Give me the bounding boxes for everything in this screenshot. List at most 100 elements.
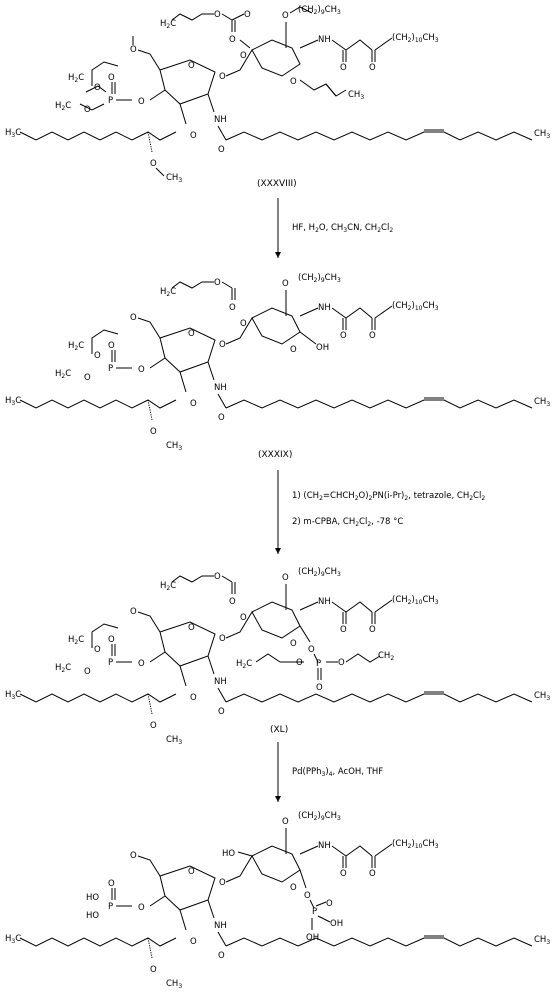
o-text: O — [218, 951, 225, 961]
o-text: O — [150, 427, 157, 437]
o-text: O — [282, 279, 289, 289]
o-text: O — [138, 365, 145, 375]
ch3-text: CH3 — [534, 935, 550, 946]
o-text: O — [244, 10, 251, 20]
ho-text: HO — [86, 911, 99, 921]
o-text: O — [130, 851, 137, 861]
o-text: O — [290, 77, 297, 87]
ch3-text: CH3 — [534, 129, 550, 140]
reagents-step-2-line-2: 2) m-CPBA, CH2Cl2, -78 °C — [292, 517, 403, 528]
o-text: O — [188, 61, 195, 71]
nh-text: NH — [318, 303, 331, 313]
o-text: O — [282, 817, 289, 827]
p-text: P — [108, 96, 113, 106]
nh-text: NH — [214, 921, 227, 931]
o-text: O — [240, 51, 247, 61]
nh-text: NH — [318, 35, 331, 45]
o-text: O — [340, 63, 347, 73]
p-text: P — [316, 659, 321, 669]
h2c-text: H2C — [68, 635, 84, 646]
o-text: O — [138, 659, 145, 669]
o-text: O — [130, 313, 137, 323]
p-text: P — [108, 364, 113, 374]
nh-text: NH — [318, 597, 331, 607]
o-text: O — [218, 707, 225, 717]
ch2-9-text: (CH2)9CH3 — [298, 273, 341, 284]
o-text: O — [108, 635, 115, 645]
o-text: O — [190, 937, 197, 947]
ch3-text: CH3 — [348, 90, 364, 101]
ho-text: HO — [86, 893, 99, 903]
ch3-text: CH3 — [166, 735, 182, 746]
o-text: O — [214, 572, 221, 582]
o-text: O — [214, 278, 221, 288]
o-text: O — [282, 573, 289, 583]
o-text: O — [219, 878, 226, 888]
ch3-text: CH3 — [166, 173, 182, 184]
o-text: O — [188, 329, 195, 339]
o-text: O — [219, 340, 226, 350]
o-text: O — [190, 399, 197, 409]
reagents-step-3: Pd(PPh3)4, AcOH, THF — [292, 767, 383, 778]
o-text: O — [188, 867, 195, 877]
o-text: O — [369, 63, 376, 73]
ome-text: O — [150, 159, 157, 169]
o-text: O — [84, 667, 91, 677]
compound-label-xxxviii: (XXXVIII) — [257, 179, 297, 189]
o-text: O — [240, 613, 247, 623]
ch2-10-text: (CH2)10CH3 — [392, 301, 439, 312]
h2c-text: H2C — [68, 73, 84, 84]
h2c-text: H2C — [160, 581, 176, 592]
o-text: O — [94, 645, 101, 655]
ch2-9-text: (CH2)9CH3 — [298, 811, 341, 822]
o-text: O — [188, 623, 195, 633]
o-text: O — [340, 625, 347, 635]
o-text: O — [84, 105, 91, 115]
o-text: O — [369, 331, 376, 341]
o-text: O — [190, 693, 197, 703]
o-text: O — [290, 639, 297, 649]
p-text: P — [312, 907, 317, 917]
h3c-text: H3C — [5, 690, 21, 701]
oh-text: OH — [330, 919, 343, 929]
o-text: O — [296, 658, 303, 668]
ch2-10-text: (CH2)10CH3 — [392, 595, 439, 606]
h2c-text: H2C — [55, 369, 71, 380]
o-text: O — [108, 341, 115, 351]
nh-text: NH — [214, 677, 227, 687]
o-text: O — [94, 83, 101, 93]
h2c-text: H2C — [160, 287, 176, 298]
o-text: O — [340, 331, 347, 341]
h2c-text: H2C — [55, 663, 71, 674]
ch2-10-text: (CH2)10CH3 — [392, 839, 439, 850]
molecule-xxxix: H2C O O O O (CH2)9CH3 NH O O (CH2)10CH3 … — [5, 273, 550, 452]
ch3-text: CH3 — [534, 397, 550, 408]
o-text: O — [130, 45, 137, 55]
h2c-text: H2C — [160, 19, 176, 30]
ch3-text: CH3 — [534, 691, 550, 702]
o-text: O — [290, 345, 297, 355]
o-text: O — [340, 869, 347, 879]
reagents-step-1: HF, H2O, CH3CN, CH2Cl2 — [292, 223, 393, 234]
h3c-text: H3C — [5, 396, 21, 407]
h2c-text: H2C — [236, 659, 252, 670]
o-text: O — [282, 11, 289, 21]
o-text: O — [369, 625, 376, 635]
ch2-9-text: (CH2)9CH3 — [298, 5, 341, 16]
ch2-text: CH2 — [378, 651, 394, 662]
p-text: P — [108, 902, 113, 912]
o-text: O — [150, 721, 157, 731]
molecule-xl: H2C O O O O (CH2)9CH3 NH O O (CH2)10CH3 … — [5, 567, 550, 746]
molecule-xxxviii: H2C O O O O O (CH2)9CH3 NH O O (CH2)10CH… — [5, 5, 550, 184]
oh-text: OH — [316, 343, 329, 353]
o-text: O — [138, 903, 145, 913]
compound-label-xxxix: (XXXIX) — [258, 450, 292, 460]
o-text: O — [369, 869, 376, 879]
o-text: O — [229, 303, 236, 313]
ch3-text: CH3 — [166, 441, 182, 452]
o-text: O — [218, 413, 225, 423]
o-text: O — [229, 35, 236, 45]
p-text: P — [108, 658, 113, 668]
o-text: O — [108, 879, 115, 889]
